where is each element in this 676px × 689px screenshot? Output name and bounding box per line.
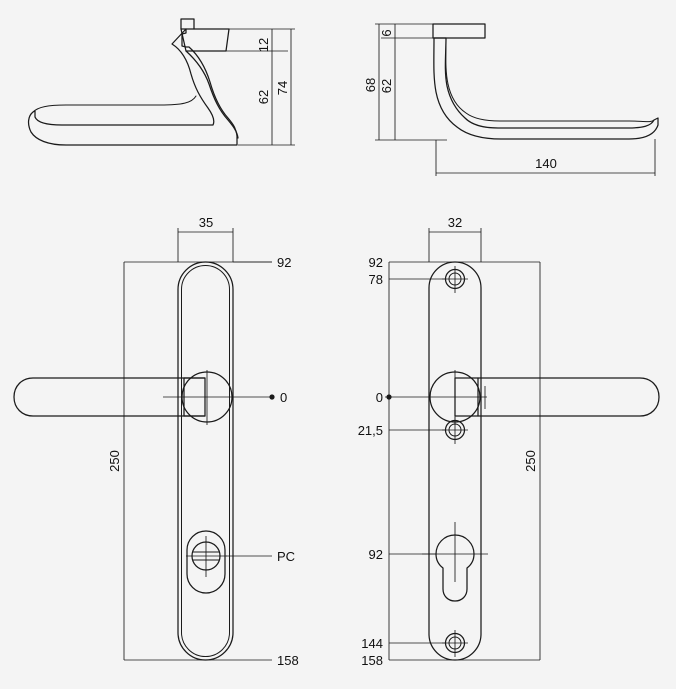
view-top-right: 6 62 68 140 <box>363 23 659 176</box>
dim-label-158: 158 <box>277 653 299 668</box>
rose-bar-right <box>432 23 486 39</box>
dim-label-68: 68 <box>363 78 378 92</box>
lever-inner-edge-left <box>32 95 197 113</box>
spindle-boss-left <box>180 18 195 30</box>
lever-neck-left <box>185 50 239 139</box>
dim-label-92: 92 <box>277 255 291 270</box>
dim-label-62: 62 <box>379 79 394 93</box>
dim-label-250-right: 250 <box>523 450 538 472</box>
dim-label-250: 250 <box>107 450 122 472</box>
lever-bar-right <box>454 377 660 417</box>
lever-profile-right <box>433 37 659 140</box>
dim-label-35: 35 <box>199 215 213 230</box>
datum-dot-left <box>269 394 275 400</box>
dim-label-0-right: 0 <box>376 390 383 405</box>
dim-label-74: 74 <box>275 81 290 95</box>
dim-label-140: 140 <box>535 156 557 171</box>
dim-label-144: 144 <box>361 636 383 651</box>
dim-label-78: 78 <box>369 272 383 287</box>
backplate-outer-right <box>428 261 482 661</box>
dimset-top-left: 12 62 74 <box>226 28 295 146</box>
pc-escutcheon-left <box>186 530 226 594</box>
dim-label-62: 62 <box>256 90 271 104</box>
dimset-top-right: 6 62 68 140 <box>363 23 656 176</box>
backplate-outer-left <box>177 261 234 661</box>
lever-profile-left <box>27 28 238 146</box>
dim-label-92-low: 92 <box>369 547 383 562</box>
dim-label-21-5: 21,5 <box>358 423 383 438</box>
dim-label-6: 6 <box>379 29 394 36</box>
dim-label-pc: PC <box>277 549 295 564</box>
datum-dot-right <box>386 394 392 400</box>
lever-inner-edge-right <box>445 37 655 123</box>
dim-label-0: 0 <box>280 390 287 405</box>
rose-block-left <box>180 28 230 52</box>
dimset-bottom-right: 32 92 78 0 21,5 92 <box>358 215 541 668</box>
lever-bar-left <box>13 377 206 417</box>
backplate-inner-left <box>181 265 230 657</box>
dim-label-92-top: 92 <box>369 255 383 270</box>
dim-label-32: 32 <box>448 215 462 230</box>
dimset-bottom-left: 35 92 0 PC 250 158 <box>107 215 299 668</box>
view-top-left: 12 62 74 <box>27 18 295 146</box>
view-bottom-left: 35 92 0 PC 250 158 <box>13 215 299 668</box>
dim-label-158-right: 158 <box>361 653 383 668</box>
dim-label-12: 12 <box>256 38 271 52</box>
view-bottom-right: 32 92 78 0 21,5 92 <box>358 215 660 668</box>
